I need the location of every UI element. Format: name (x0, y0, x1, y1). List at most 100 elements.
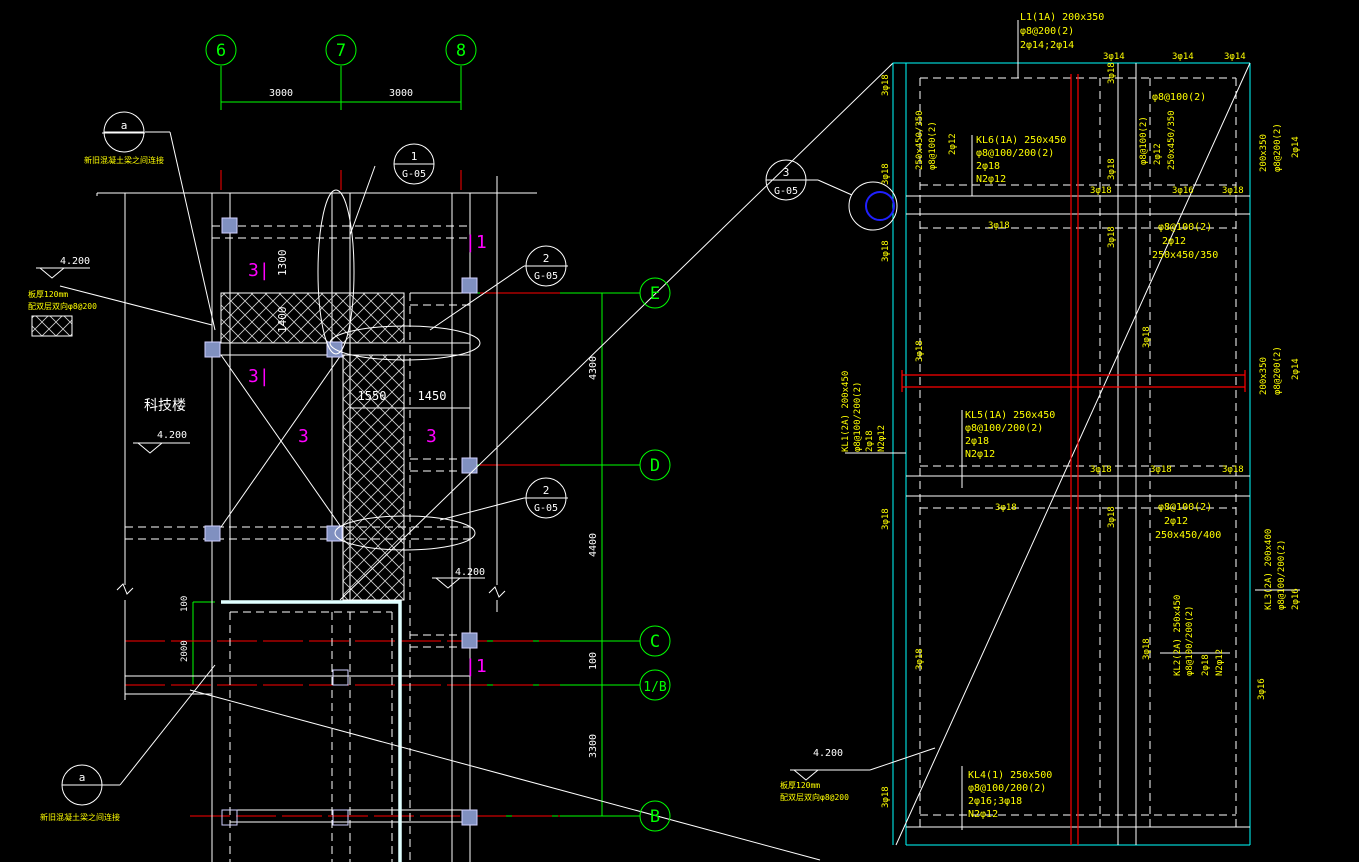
KL1-line-1: KL1(2A) 200x450 (841, 371, 851, 452)
annotation-KL6: KL6(1A) 250x450 φ8@100/200(2) 2φ18 N2φ12 (976, 135, 1066, 185)
hatched-slab-top (220, 292, 405, 344)
KL2-line-1: KL2(2A) 250x450 (1173, 595, 1183, 676)
KL4-line-4: N2φ12 (968, 809, 998, 820)
mid-vert-beam-top-1: φ8@100(2) (1139, 116, 1149, 165)
bar-top-3: 3φ14 (1224, 52, 1246, 62)
axis-label-E: E (650, 284, 660, 304)
elevation-right: 4.200 (455, 567, 485, 578)
bar-3phi18-a: 3φ18 (1090, 186, 1112, 196)
KL2-line-3: 2φ18 (1201, 654, 1211, 676)
bar-top-2: 3φ14 (1172, 52, 1194, 62)
annotation-KL1: KL1(2A) 200x450 φ8@100/200(2) 2φ18 N2φ12 (841, 371, 887, 452)
KL3-line-2: φ8@100/200(2) (1277, 540, 1287, 610)
callout-2a-num: 2 (543, 252, 550, 265)
elevation-left: 4.200 (60, 256, 90, 267)
slab-note-line2: 配双层双向φ8@200 (28, 301, 97, 311)
dim-inner-1: 1550 (358, 389, 387, 403)
KL6-line-3: 2φ18 (976, 161, 1000, 172)
left-vert-beam-1: 250x450/350 (915, 110, 925, 170)
mid-beam-2-line-1: φ8@100(2) (1158, 502, 1212, 513)
L1-line-1: L1(1A) 200x350 (1020, 12, 1104, 23)
KL5-line-3: 2φ18 (965, 436, 989, 447)
KL4-line-2: φ8@100/200(2) (968, 783, 1046, 794)
callout-a-bottom-letter: a (79, 771, 86, 784)
right-beam-2-line-1: 200x350 (1259, 357, 1269, 395)
annotation-mid-vert-beam-top: φ8@100(2) 2φ12 250x450/350 (1139, 110, 1177, 170)
detail-elevation: 4.200 (813, 748, 843, 759)
KL1-line-4: N2φ12 (877, 425, 887, 452)
magenta-mark-1: 3| (248, 260, 270, 281)
dim-right-3: 100 (588, 652, 599, 670)
leader-lines (36, 62, 894, 861)
right-beam-2-line-3: 2φ14 (1291, 358, 1301, 380)
columns (204, 217, 478, 826)
bar-3phi18-e: 3φ18 (1150, 465, 1172, 475)
right-beam-1-line-1: 200x350 (1259, 134, 1269, 172)
right-beam-1-line-3: 2φ14 (1291, 136, 1301, 158)
bar-vert-10: 3φ18 (1107, 226, 1117, 248)
rebar-labels: 3φ14 3φ14 3φ14 3φ18 3φ16 3φ18 3φ18 3φ18 … (881, 52, 1267, 808)
annotation-KL2: KL2(2A) 250x450 φ8@100/200(2) 2φ18 N2φ12 (1173, 595, 1225, 676)
bar-vert-4: 3φ18 (881, 508, 891, 530)
callout-2a-sheet: G-05 (534, 271, 558, 282)
mid-vert-beam-top-2: 2φ12 (1153, 143, 1163, 165)
KL4-line-1: KL4(1) 250x500 (968, 770, 1052, 781)
dim-inner-2: 1450 (418, 389, 447, 403)
bar-vert-13: 3φ18 (1142, 638, 1152, 660)
KL3-line-1: KL3(2A) 200x400 (1264, 529, 1274, 610)
bar-vert-1: 3φ18 (881, 74, 891, 96)
mid-beam-1-line-2: 2φ12 (1162, 236, 1186, 247)
magenta-mark-5: |1 (465, 232, 487, 253)
extension-boundary (221, 600, 402, 862)
mid-beam-1-line-1: φ8@100(2) (1158, 222, 1212, 233)
annotation-mid-beam-1: φ8@100(2) 2φ12 250x450/350 (1152, 222, 1218, 261)
mid-beam-2-line-3: 250x450/400 (1155, 530, 1221, 541)
left-vert-beam-2: φ8@100(2) (928, 121, 938, 170)
magenta-mark-4: 3 (426, 426, 437, 447)
bar-vert-8: 3φ18 (1107, 62, 1117, 84)
bar-3phi18-c: 3φ18 (988, 221, 1010, 231)
dim-left-2: 1400 (276, 307, 289, 334)
bar-3phi18-d: 3φ18 (1090, 465, 1112, 475)
axis-label-B: B (650, 807, 660, 827)
building-label: 科技楼 (144, 398, 186, 414)
bar-3phi16-a: 3φ16 (1172, 186, 1194, 196)
slab-note-line1: 板厚120mm (28, 289, 68, 299)
bar-vert-3: 3φ18 (881, 240, 891, 262)
KL3-line-3: 2φ16 (1291, 588, 1301, 610)
dim-right-4: 3300 (588, 734, 599, 758)
bar-vert-7: 3φ18 (915, 648, 925, 670)
right-beam-2-line-2: φ8@200(2) (1273, 346, 1283, 395)
detail-slab-note-1: 板厚120mm (780, 780, 820, 790)
callout-2b-sheet: G-05 (534, 503, 558, 514)
dim-top-1: 3000 (269, 88, 293, 99)
KL5-line-2: φ8@100/200(2) (965, 423, 1043, 434)
KL1-line-2: φ8@100/200(2) (853, 382, 863, 452)
callout-a-top-note: 新旧混凝土梁之间连接 (84, 155, 164, 165)
KL5-line-1: KL5(1A) 250x450 (965, 410, 1055, 421)
annotation-right-beam-1: 200x350 φ8@200(2) 2φ14 (1259, 123, 1301, 172)
bar-3phi18-f: 3φ18 (1222, 465, 1244, 475)
bar-vert-14: 3φ16 (1257, 678, 1267, 700)
detail-slab-note-2: 配双层双向φ8@200 (780, 792, 849, 802)
callout-circles (61, 111, 567, 806)
detail-red-lines (901, 74, 1246, 845)
axis-label-1B: 1/B (643, 680, 667, 695)
axis-label-8: 8 (456, 41, 466, 61)
detail-frame (892, 62, 1251, 846)
callout-2b-num: 2 (543, 484, 550, 497)
dim-right-2: 4400 (588, 533, 599, 557)
axis-label-7: 7 (336, 41, 346, 61)
dim-right-1: 4300 (588, 356, 599, 380)
bar-vert-6: 3φ18 (915, 340, 925, 362)
bar-vert-9: 3φ18 (1107, 158, 1117, 180)
annotation-mid-beam-2: φ8@100(2) 2φ12 250x450/400 (1155, 502, 1221, 541)
slab-legend-box (31, 315, 73, 337)
joint-ellipses (317, 189, 481, 551)
axis-label-D: D (650, 456, 660, 476)
dim-left-1: 1300 (276, 250, 289, 277)
magenta-mark-2: 3| (248, 366, 270, 387)
KL6-line-4: N2φ12 (976, 174, 1006, 185)
